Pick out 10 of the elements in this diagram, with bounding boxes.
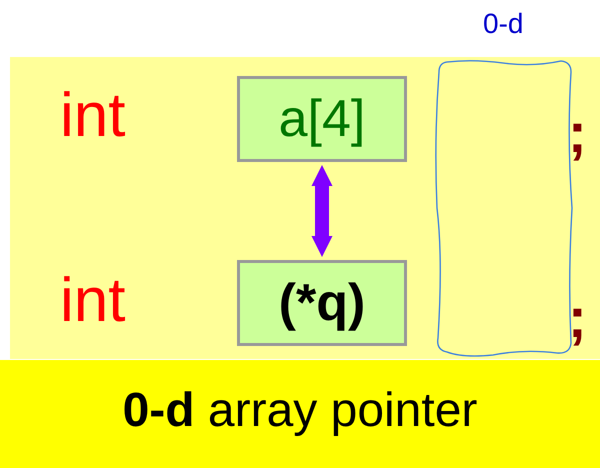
title-band: 0-d array pointer xyxy=(0,360,600,468)
code-box: a[4] xyxy=(237,76,407,162)
keyword-text: int xyxy=(60,80,126,151)
double-arrow xyxy=(312,165,332,257)
code-box: (*q) xyxy=(237,260,407,346)
outline-shape xyxy=(435,60,573,357)
semicolon-text: ; xyxy=(568,285,587,350)
dimension-label: 0-d xyxy=(483,8,524,40)
keyword-text: int xyxy=(60,265,126,336)
semicolon-text: ; xyxy=(568,100,587,165)
